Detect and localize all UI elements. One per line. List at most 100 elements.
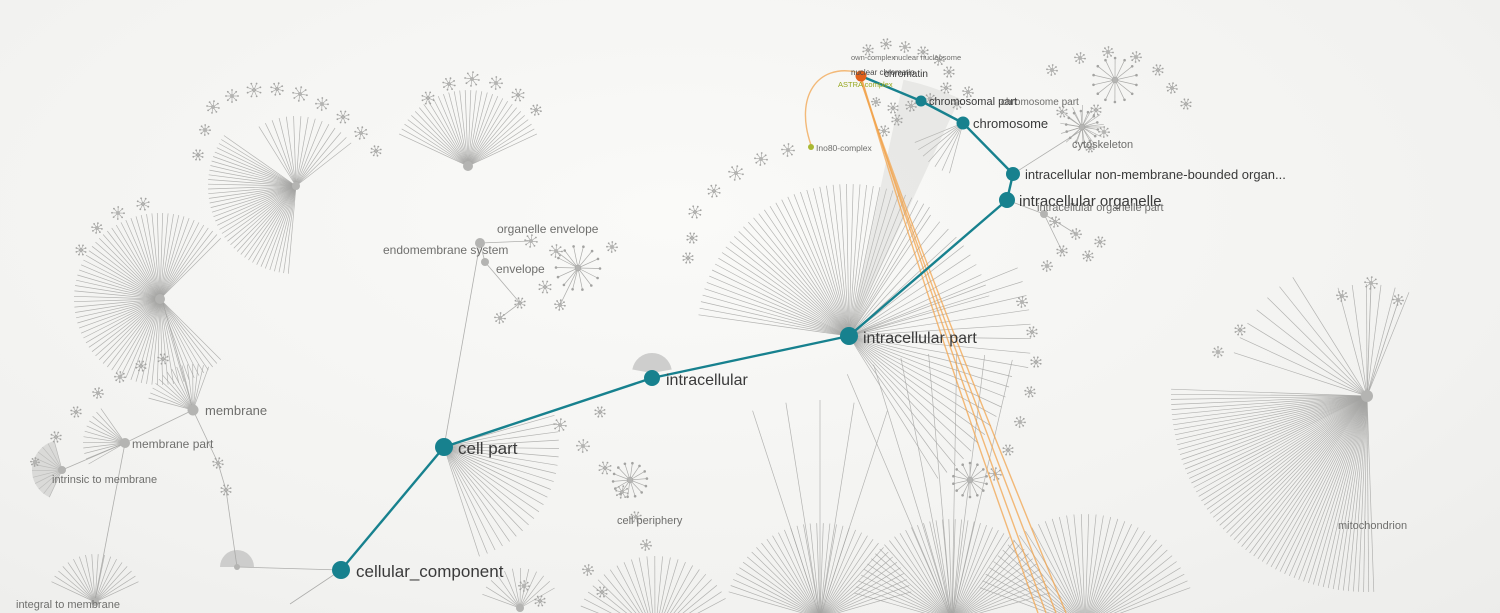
- collapsed-term-node[interactable]: [225, 89, 239, 103]
- collapsed-term-node[interactable]: [511, 88, 525, 102]
- collapsed-term-node[interactable]: [754, 152, 768, 166]
- collapsed-term-node[interactable]: [905, 100, 917, 112]
- term-node[interactable]: [120, 438, 130, 448]
- collapsed-term-node[interactable]: [611, 461, 649, 499]
- collapsed-term-node[interactable]: [534, 595, 546, 607]
- term-label[interactable]: own-complex: [851, 53, 895, 62]
- term-label[interactable]: intrinsic to membrane: [52, 474, 157, 486]
- term-label[interactable]: endomembrane system: [383, 243, 508, 257]
- collapsed-term-node[interactable]: [30, 457, 40, 467]
- collapsed-term-node[interactable]: [943, 66, 955, 78]
- term-node[interactable]: [292, 182, 300, 190]
- collapsed-term-node[interactable]: [212, 457, 224, 469]
- collapsed-term-node[interactable]: [530, 104, 542, 116]
- term-label[interactable]: organelle envelope: [497, 222, 599, 236]
- collapsed-term-node[interactable]: [1026, 326, 1038, 338]
- collapsed-term-node[interactable]: [370, 145, 382, 157]
- node-cell-part[interactable]: [435, 438, 453, 456]
- node-chromosomal-part[interactable]: [915, 95, 927, 107]
- term-label[interactable]: envelope: [496, 262, 545, 276]
- collapsed-term-node[interactable]: [887, 102, 899, 114]
- collapsed-term-node[interactable]: [1336, 290, 1348, 302]
- collapsed-term-node[interactable]: [686, 232, 698, 244]
- collapsed-term-node[interactable]: [615, 485, 629, 499]
- collapsed-term-node[interactable]: [596, 586, 608, 598]
- node-intracellular-organelle[interactable]: [999, 192, 1015, 208]
- collapsed-term-node[interactable]: [640, 539, 652, 551]
- collapsed-term-node[interactable]: [917, 46, 929, 58]
- collapsed-term-node[interactable]: [135, 360, 147, 372]
- collapsed-term-node[interactable]: [1234, 324, 1246, 336]
- term-node[interactable]: [1361, 390, 1373, 402]
- term-node[interactable]: [58, 466, 66, 474]
- collapsed-term-node[interactable]: [1085, 143, 1095, 153]
- collapsed-term-node[interactable]: [1056, 106, 1068, 118]
- complex-node[interactable]: [808, 144, 814, 150]
- term-label[interactable]: nuclear nucleosome: [894, 53, 961, 62]
- node-nuclear-chromatin-node[interactable]: [855, 70, 867, 82]
- collapsed-term-node[interactable]: [1082, 250, 1094, 262]
- collapsed-term-node[interactable]: [1056, 245, 1068, 257]
- node-label-cell-part[interactable]: cell part: [458, 439, 518, 458]
- collapsed-term-node[interactable]: [549, 244, 563, 258]
- term-label[interactable]: ASTRA complex: [838, 80, 893, 89]
- collapsed-term-node[interactable]: [1046, 64, 1058, 76]
- collapsed-term-node[interactable]: [1014, 416, 1026, 428]
- collapsed-term-node[interactable]: [582, 564, 594, 576]
- collapsed-term-node[interactable]: [220, 484, 232, 496]
- collapsed-term-node[interactable]: [1070, 228, 1082, 240]
- node-label-intracellular-organelle[interactable]: intracellular organelle: [1019, 193, 1162, 210]
- term-node[interactable]: [155, 294, 165, 304]
- node-chromosome[interactable]: [956, 116, 970, 130]
- collapsed-term-node[interactable]: [1392, 294, 1404, 306]
- collapsed-term-node[interactable]: [464, 71, 480, 87]
- collapsed-term-node[interactable]: [899, 41, 911, 53]
- collapsed-term-node[interactable]: [70, 406, 82, 418]
- collapsed-term-node[interactable]: [75, 244, 87, 256]
- node-intracellular-non-membrane-bounded-organelle[interactable]: [1006, 167, 1020, 181]
- term-label[interactable]: intracellular organelle part: [1037, 202, 1164, 214]
- collapsed-term-node[interactable]: [92, 387, 104, 399]
- collapsed-term-node[interactable]: [336, 110, 350, 124]
- collapsed-term-node[interactable]: [1130, 51, 1142, 63]
- collapsed-term-node[interactable]: [962, 86, 974, 98]
- collapsed-term-node[interactable]: [707, 184, 721, 198]
- term-label[interactable]: nuclear chromatin: [851, 68, 915, 77]
- collapsed-term-node[interactable]: [50, 431, 62, 443]
- collapsed-term-node[interactable]: [554, 245, 602, 291]
- collapsed-term-node[interactable]: [576, 439, 590, 453]
- collapsed-term-node[interactable]: [554, 299, 566, 311]
- term-label[interactable]: mitochondrion: [1338, 520, 1407, 532]
- collapsed-term-node[interactable]: [871, 97, 881, 107]
- collapsed-term-node[interactable]: [524, 234, 538, 248]
- collapsed-term-node[interactable]: [1098, 126, 1110, 138]
- collapsed-term-node[interactable]: [91, 222, 103, 234]
- collapsed-term-node[interactable]: [292, 86, 308, 102]
- collapsed-term-node[interactable]: [682, 252, 694, 264]
- collapsed-term-node[interactable]: [862, 44, 874, 56]
- collapsed-term-node[interactable]: [1049, 216, 1061, 228]
- term-node[interactable]: [234, 564, 240, 570]
- term-label[interactable]: integral to membrane: [16, 599, 120, 611]
- collapsed-term-node[interactable]: [1090, 104, 1102, 116]
- term-label[interactable]: membrane part: [132, 437, 214, 451]
- term-label[interactable]: cytoskeleton: [1072, 139, 1133, 151]
- collapsed-term-node[interactable]: [1092, 56, 1138, 104]
- collapsed-term-node[interactable]: [688, 205, 702, 219]
- collapsed-term-node[interactable]: [1041, 260, 1053, 272]
- collapsed-term-node[interactable]: [594, 406, 606, 418]
- collapsed-term-node[interactable]: [206, 100, 220, 114]
- collapsed-term-node[interactable]: [891, 114, 903, 126]
- term-node[interactable]: [475, 238, 485, 248]
- collapsed-term-node[interactable]: [136, 197, 150, 211]
- collapsed-term-node[interactable]: [1024, 386, 1036, 398]
- term-label[interactable]: Ino80-complex: [816, 143, 873, 153]
- collapsed-term-node[interactable]: [315, 97, 329, 111]
- collapsed-term-node[interactable]: [606, 241, 618, 253]
- collapsed-term-node[interactable]: [192, 149, 204, 161]
- node-label-intracellular[interactable]: intracellular: [666, 372, 748, 389]
- collapsed-term-node[interactable]: [933, 54, 945, 66]
- term-label[interactable]: chromosome part: [1001, 97, 1079, 108]
- collapsed-term-node[interactable]: [1102, 46, 1114, 58]
